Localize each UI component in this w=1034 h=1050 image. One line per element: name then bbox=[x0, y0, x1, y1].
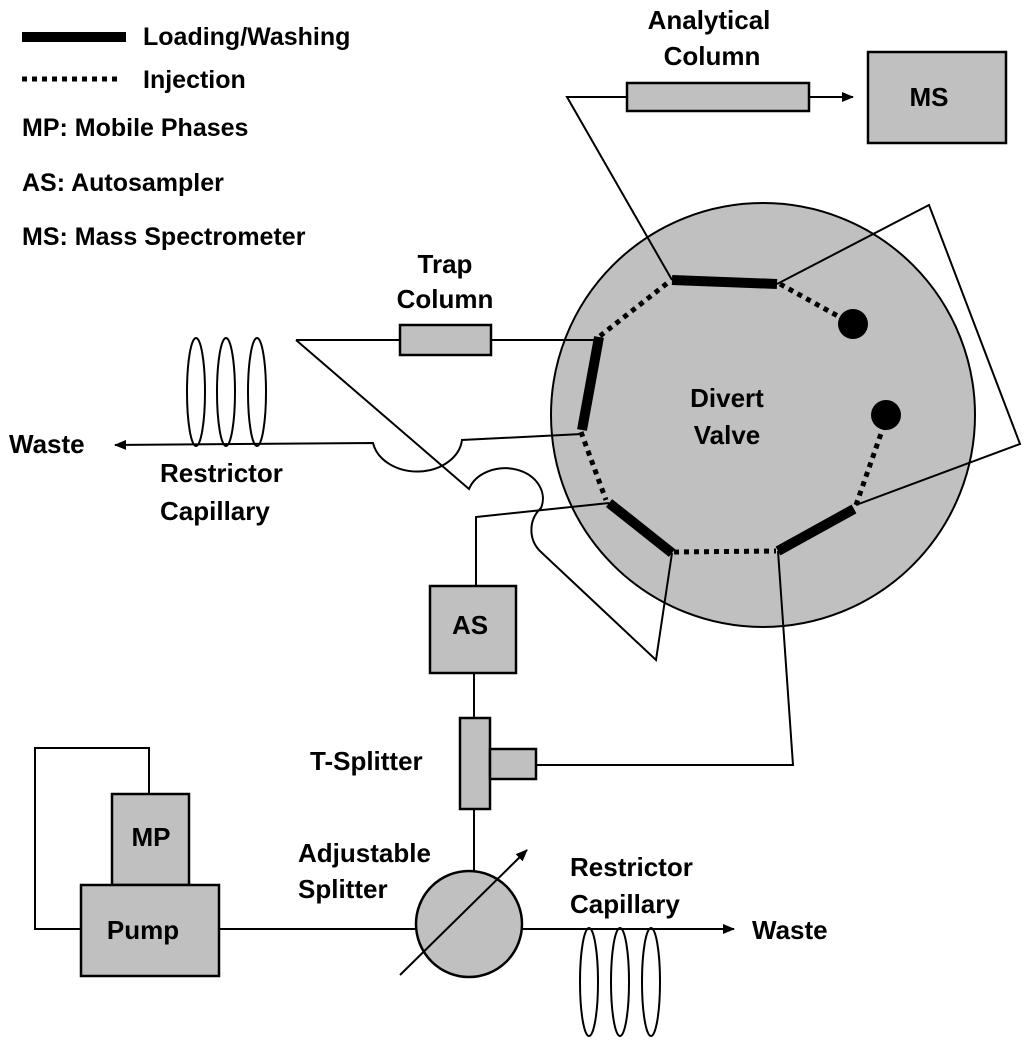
waste-label-bottom: Waste bbox=[752, 915, 828, 945]
legend-ms-definition: MS: Mass Spectrometer bbox=[22, 223, 306, 251]
wire-valve-to-waste-top bbox=[114, 433, 583, 473]
wire-trap-inlet-crossover bbox=[295, 339, 673, 663]
restrictor-bottom-label-line2: Capillary bbox=[570, 889, 680, 919]
as-label: AS bbox=[452, 610, 488, 640]
wire-valve-external-loop bbox=[776, 203, 1022, 506]
adjustable-splitter-label-line1: Adjustable bbox=[298, 838, 431, 868]
valve-path-dotted-upper-right bbox=[778, 281, 847, 323]
valve-port-plug-upper bbox=[838, 309, 868, 339]
valve-path-solid-lower-right bbox=[775, 504, 857, 556]
restrictor-top-label-line2: Capillary bbox=[160, 496, 270, 526]
valve-path-dotted-left bbox=[578, 431, 609, 501]
legend-mp-definition: MP: Mobile Phases bbox=[22, 114, 248, 142]
t-splitter-branch bbox=[488, 747, 538, 781]
adjustable-splitter-valve bbox=[414, 869, 524, 979]
restrictor-capillary-bottom bbox=[579, 927, 661, 1037]
mobile-phases-box bbox=[110, 792, 191, 887]
wire-valve-to-autosampler bbox=[475, 502, 610, 586]
wire-mp-to-pump-loop bbox=[34, 747, 150, 930]
t-splitter-body bbox=[458, 716, 492, 811]
legend-loading-washing: Loading/Washing bbox=[143, 23, 350, 51]
waste-label-top: Waste bbox=[9, 429, 85, 459]
divert-valve-label-line1: Divert bbox=[690, 383, 764, 413]
adjustable-splitter-needle bbox=[399, 849, 528, 976]
coil-bottom-3 bbox=[641, 927, 661, 1037]
analytical-column-label-line2: Column bbox=[664, 41, 761, 71]
t-splitter-label: T-Splitter bbox=[310, 746, 423, 776]
trap-column-label-line1: Trap bbox=[418, 249, 473, 279]
analytical-column bbox=[625, 81, 811, 113]
legend-as-definition: AS: Autosampler bbox=[22, 169, 224, 197]
legend-injection: Injection bbox=[143, 66, 246, 94]
pump-box bbox=[79, 883, 221, 978]
coil-top-2 bbox=[216, 337, 236, 447]
coil-top-3 bbox=[247, 337, 267, 447]
wire-t-splitter-to-valve bbox=[536, 550, 795, 766]
divert-valve-body bbox=[550, 202, 976, 628]
valve-path-dotted-right bbox=[853, 424, 887, 506]
valve-path-solid-left bbox=[577, 336, 604, 431]
coil-bottom-2 bbox=[610, 927, 630, 1037]
valve-port-plug-lower bbox=[871, 400, 901, 430]
valve-path-dotted-upper-left bbox=[598, 279, 672, 338]
valve-path-dotted-bottom bbox=[673, 548, 777, 555]
valve-path-solid-lower-left bbox=[605, 499, 676, 557]
wire-valve-to-analytical-column bbox=[565, 96, 673, 281]
trap-column-label-line2: Column bbox=[397, 284, 494, 314]
divert-valve-label-line2: Valve bbox=[694, 420, 761, 450]
mp-label: MP bbox=[132, 822, 171, 852]
valve-connections bbox=[577, 275, 901, 557]
pump-label: Pump bbox=[107, 915, 179, 945]
coil-top-1 bbox=[186, 337, 206, 447]
adjustable-splitter-label-line2: Splitter bbox=[298, 874, 388, 904]
trap-column bbox=[398, 323, 493, 357]
coil-bottom-1 bbox=[579, 927, 599, 1037]
valve-path-solid-top bbox=[671, 275, 778, 289]
restrictor-capillary-top bbox=[186, 337, 267, 447]
restrictor-bottom-label-line1: Restrictor bbox=[570, 852, 693, 882]
ms-label: MS bbox=[910, 82, 949, 112]
legend: Loading/Washing Injection MP: Mobile Pha… bbox=[22, 23, 350, 251]
autosampler-box bbox=[428, 584, 518, 675]
analytical-column-label-line1: Analytical bbox=[648, 5, 771, 35]
restrictor-top-label-line1: Restrictor bbox=[160, 458, 283, 488]
mass-spectrometer-box bbox=[866, 50, 1008, 145]
